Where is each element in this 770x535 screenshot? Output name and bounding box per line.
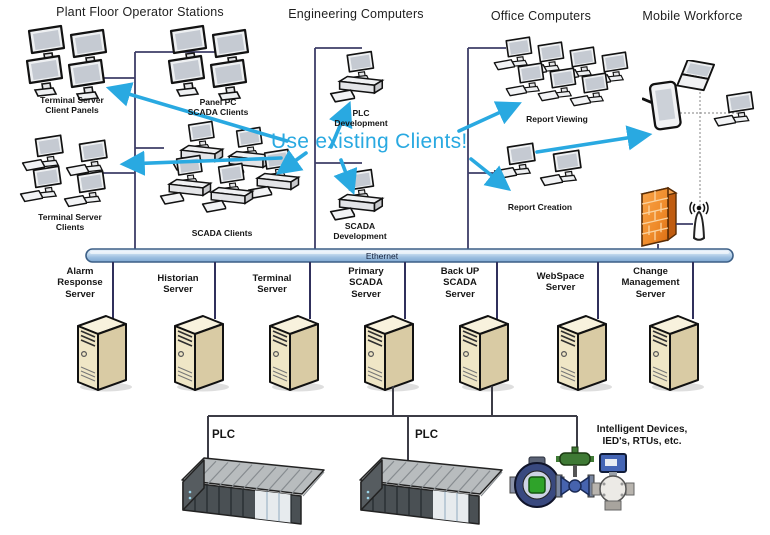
server-icon-backup-scada — [459, 315, 514, 392]
use-existing-clients-annotation: Use existing Clients! — [271, 130, 468, 153]
field-bus-lines — [207, 386, 578, 470]
server-label-primary-scada: Primary SCADA Server — [348, 266, 384, 300]
report-creation-icons — [495, 143, 581, 185]
server-icon-webspace — [557, 315, 612, 392]
plc-development-icon — [331, 52, 383, 102]
arrow-to-terminal-server-clients — [119, 150, 283, 176]
terminal-server-client-panels-icons — [25, 24, 108, 102]
tablet-icon — [642, 80, 682, 132]
cluster-label-scada-development: SCADA Development — [333, 221, 387, 242]
arrow-to-scada-clients — [275, 149, 308, 175]
header-engineering: Engineering Computers — [288, 7, 424, 21]
server-icon-alarm-response — [77, 315, 132, 392]
server-icon-terminal — [269, 315, 324, 392]
ethernet-label: Ethernet — [365, 250, 399, 261]
control-valve-icon — [555, 446, 595, 498]
arrow-to-report-viewing — [457, 101, 522, 133]
report-viewing-icons — [494, 37, 627, 106]
panel-pc-scada-clients-icons — [167, 24, 250, 102]
plc-right-label: PLC — [415, 429, 438, 441]
server-label-webspace: WebSpace Server — [536, 271, 585, 294]
cluster-label-panel-pc-scada-clients: Panel PC SCADA Clients — [187, 97, 249, 118]
arrow-to-terminal-server-client-panels — [105, 82, 289, 143]
cluster-label-report-creation: Report Creation — [507, 202, 573, 212]
arrow-to-scada-development — [333, 158, 358, 196]
transmitter-icon — [591, 453, 635, 511]
server-label-historian: Historian Server — [157, 273, 199, 296]
header-office: Office Computers — [490, 9, 592, 23]
server-icon-primary-scada — [364, 315, 419, 392]
intelligent-devices-label: Intelligent Devices, IED's, RTUs, etc. — [596, 424, 688, 447]
cluster-label-report-viewing: Report Viewing — [526, 114, 588, 124]
plc-rack-left-icon — [181, 457, 325, 525]
server-drop-lines — [112, 262, 694, 319]
header-plant-floor: Plant Floor Operator Stations — [56, 5, 224, 19]
cluster-label-scada-clients: SCADA Clients — [191, 228, 253, 238]
cluster-label-terminal-server-client-panels: Terminal Server Client Panels — [40, 95, 104, 116]
arrow-to-mobile-workforce — [535, 125, 653, 154]
cluster-label-plc-development: PLC Development — [334, 108, 388, 129]
plc-left-label: PLC — [212, 429, 235, 441]
server-label-terminal: Terminal Server — [252, 273, 292, 296]
scada-development-icon — [331, 170, 383, 220]
mobile-desktop-icon — [714, 92, 753, 126]
firewall-icon — [640, 186, 678, 248]
plc-rack-right-icon — [359, 457, 503, 525]
server-tower-icons — [77, 315, 704, 392]
server-label-alarm-response: Alarm Response Server — [57, 266, 103, 300]
header-mobile: Mobile Workforce — [642, 9, 743, 23]
server-label-backup-scada: Back UP SCADA Server — [440, 266, 480, 300]
server-icon-change-management — [649, 315, 704, 392]
server-icon-historian — [174, 315, 229, 392]
mobile-workforce-icons — [642, 60, 753, 132]
terminal-server-clients-icons — [21, 135, 107, 206]
server-label-change-management: Change Management Server — [621, 266, 680, 300]
cluster-label-terminal-server-clients: Terminal Server Clients — [38, 212, 102, 233]
arrow-to-report-creation — [469, 157, 512, 192]
arrow-to-plc-development — [329, 101, 353, 149]
annotation-arrows — [105, 82, 653, 196]
wireless-antenna-icon — [689, 201, 709, 241]
ethernet-bus — [85, 248, 734, 263]
laptop-icon — [676, 60, 716, 92]
